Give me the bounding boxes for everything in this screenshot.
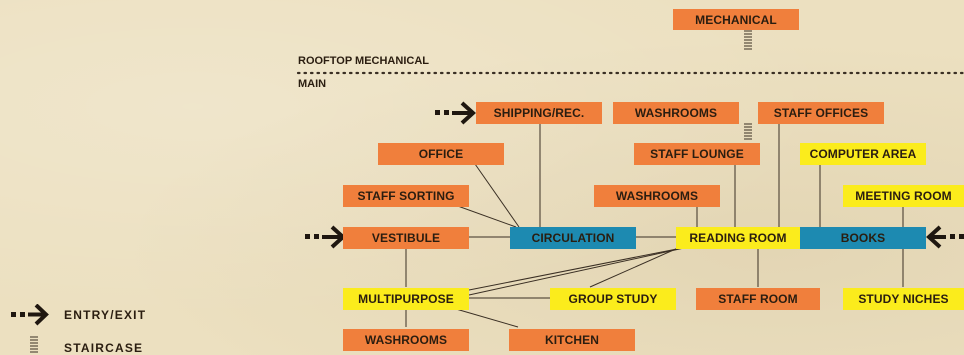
legend-staircase-label: STAIRCASE: [64, 341, 144, 355]
room-shipping-receiving: SHIPPING/REC.: [476, 102, 602, 124]
room-vestibule: VESTIBULE: [343, 227, 469, 249]
entry-arrow-icon: [435, 101, 476, 125]
room-staff-lounge: STAFF LOUNGE: [634, 143, 760, 165]
room-reading-room: READING ROOM: [676, 227, 800, 249]
entry-arrow-icon: [305, 225, 346, 249]
level-label-main: MAIN: [298, 78, 327, 90]
room-washrooms-middle: WASHROOMS: [594, 185, 720, 207]
room-books: BOOKS: [800, 227, 926, 249]
room-meeting-room: MEETING ROOM: [843, 185, 964, 207]
room-mechanical: MECHANICAL: [673, 9, 799, 30]
room-staff-offices: STAFF OFFICES: [758, 102, 884, 124]
room-group-study: GROUP STUDY: [550, 288, 676, 310]
entry-arrow-icon: [926, 225, 964, 249]
room-computer-area: COMPUTER AREA: [800, 143, 926, 165]
legend-entry-exit-label: ENTRY/EXIT: [64, 308, 147, 322]
room-office: OFFICE: [378, 143, 504, 165]
room-circulation: CIRCULATION: [510, 227, 636, 249]
room-staff-sorting: STAFF SORTING: [343, 185, 469, 207]
room-washrooms-upper: WASHROOMS: [613, 102, 739, 124]
legend-entry-arrow-icon: [11, 304, 49, 326]
room-washrooms-lower: WASHROOMS: [343, 329, 469, 351]
staircase-icon: [744, 30, 752, 50]
level-label-rooftop: ROOFTOP MECHANICAL: [298, 55, 429, 67]
room-study-niches: STUDY NICHES: [843, 288, 964, 310]
adjacency-lines: [405, 124, 904, 328]
legend-staircase-icon: [30, 336, 38, 353]
room-staff-room: STAFF ROOM: [696, 288, 820, 310]
staircase-icon: [744, 123, 752, 140]
room-multipurpose: MULTIPURPOSE: [343, 288, 469, 310]
room-kitchen: KITCHEN: [509, 329, 635, 351]
